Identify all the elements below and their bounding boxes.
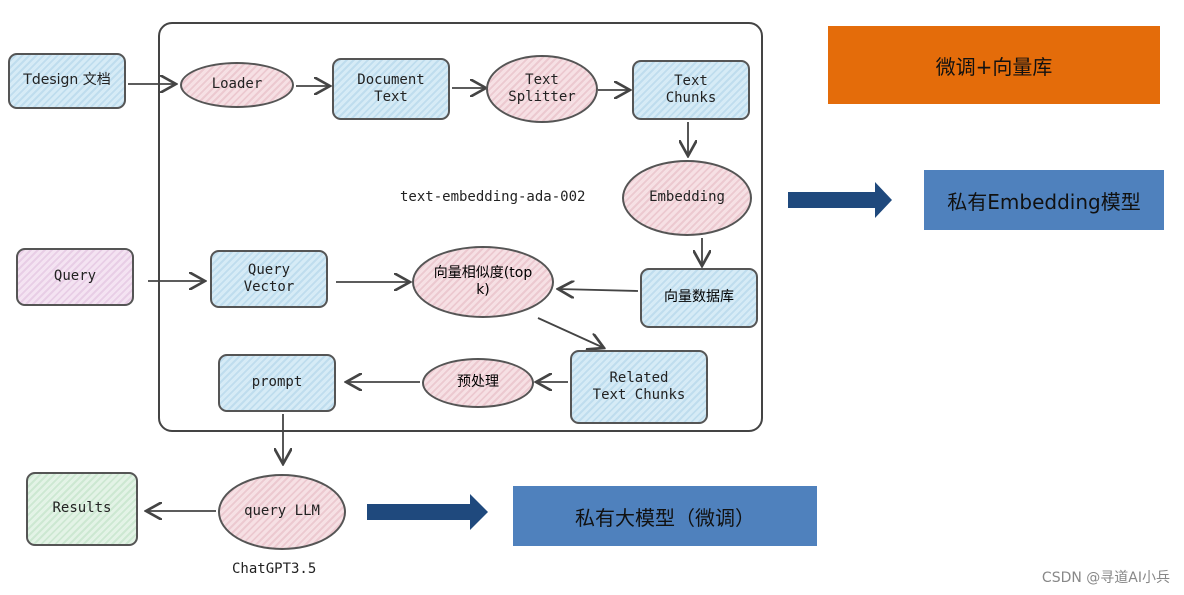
node-query-llm-label: query LLM <box>244 503 320 520</box>
callout-arrow-llm <box>367 494 488 530</box>
node-embedding-label: Embedding <box>649 189 725 206</box>
node-prompt: prompt <box>218 354 336 412</box>
callout-finetune-vector-db: 微调+向量库 <box>828 26 1160 104</box>
node-vector-similarity: 向量相似度(top k) <box>412 246 554 318</box>
node-preprocess-label: 预处理 <box>457 374 499 391</box>
node-results-label: Results <box>52 500 112 517</box>
node-text-chunks-label: Text Chunks <box>665 72 717 107</box>
callout-private-embedding-label: 私有Embedding模型 <box>947 189 1141 214</box>
node-preprocess: 预处理 <box>422 358 534 408</box>
node-vector-db: 向量数据库 <box>640 268 758 328</box>
node-vector-db-label: 向量数据库 <box>664 289 734 306</box>
node-loader-label: Loader <box>211 76 263 93</box>
callout-private-llm: 私有大模型（微调） <box>513 486 817 546</box>
pipeline-frame <box>158 22 763 432</box>
node-document-text-label: Document Text <box>357 71 425 106</box>
node-tdesign-docs-label: Tdesign 文档 <box>23 72 111 89</box>
node-embedding: Embedding <box>622 160 752 236</box>
watermark: CSDN @寻道AI小兵 <box>1041 570 1170 586</box>
node-tdesign-docs: Tdesign 文档 <box>8 53 126 109</box>
node-text-splitter-label: Text Splitter <box>508 71 576 106</box>
node-document-text: Document Text <box>332 58 450 120</box>
node-text-chunks: Text Chunks <box>632 60 750 120</box>
node-query-vector: Query Vector <box>210 250 328 308</box>
arrow-db-similarity <box>558 289 639 291</box>
arrow-similarity-related <box>537 317 604 348</box>
node-related-text-chunks: Related Text Chunks <box>570 350 708 424</box>
node-prompt-label: prompt <box>251 374 303 391</box>
callout-arrow-embedding <box>788 182 892 218</box>
node-vector-similarity-label: 向量相似度(top k) <box>433 264 533 299</box>
llm-model-label: ChatGPT3.5 <box>232 561 317 577</box>
node-text-splitter: Text Splitter <box>486 55 598 123</box>
callout-private-embedding: 私有Embedding模型 <box>924 170 1164 230</box>
node-query-label: Query <box>53 268 97 285</box>
node-loader: Loader <box>180 62 294 108</box>
embedding-model-label: text-embedding-ada-002 <box>400 189 586 205</box>
node-query-vector-label: Query Vector <box>243 261 295 296</box>
node-query: Query <box>16 248 134 306</box>
node-query-llm: query LLM <box>218 474 346 550</box>
callout-private-llm-label: 私有大模型（微调） <box>575 505 755 530</box>
callout-finetune-vector-db-label: 微调+向量库 <box>935 54 1053 79</box>
node-related-text-chunks-label: Related Text Chunks <box>592 369 686 404</box>
node-results: Results <box>26 472 138 546</box>
